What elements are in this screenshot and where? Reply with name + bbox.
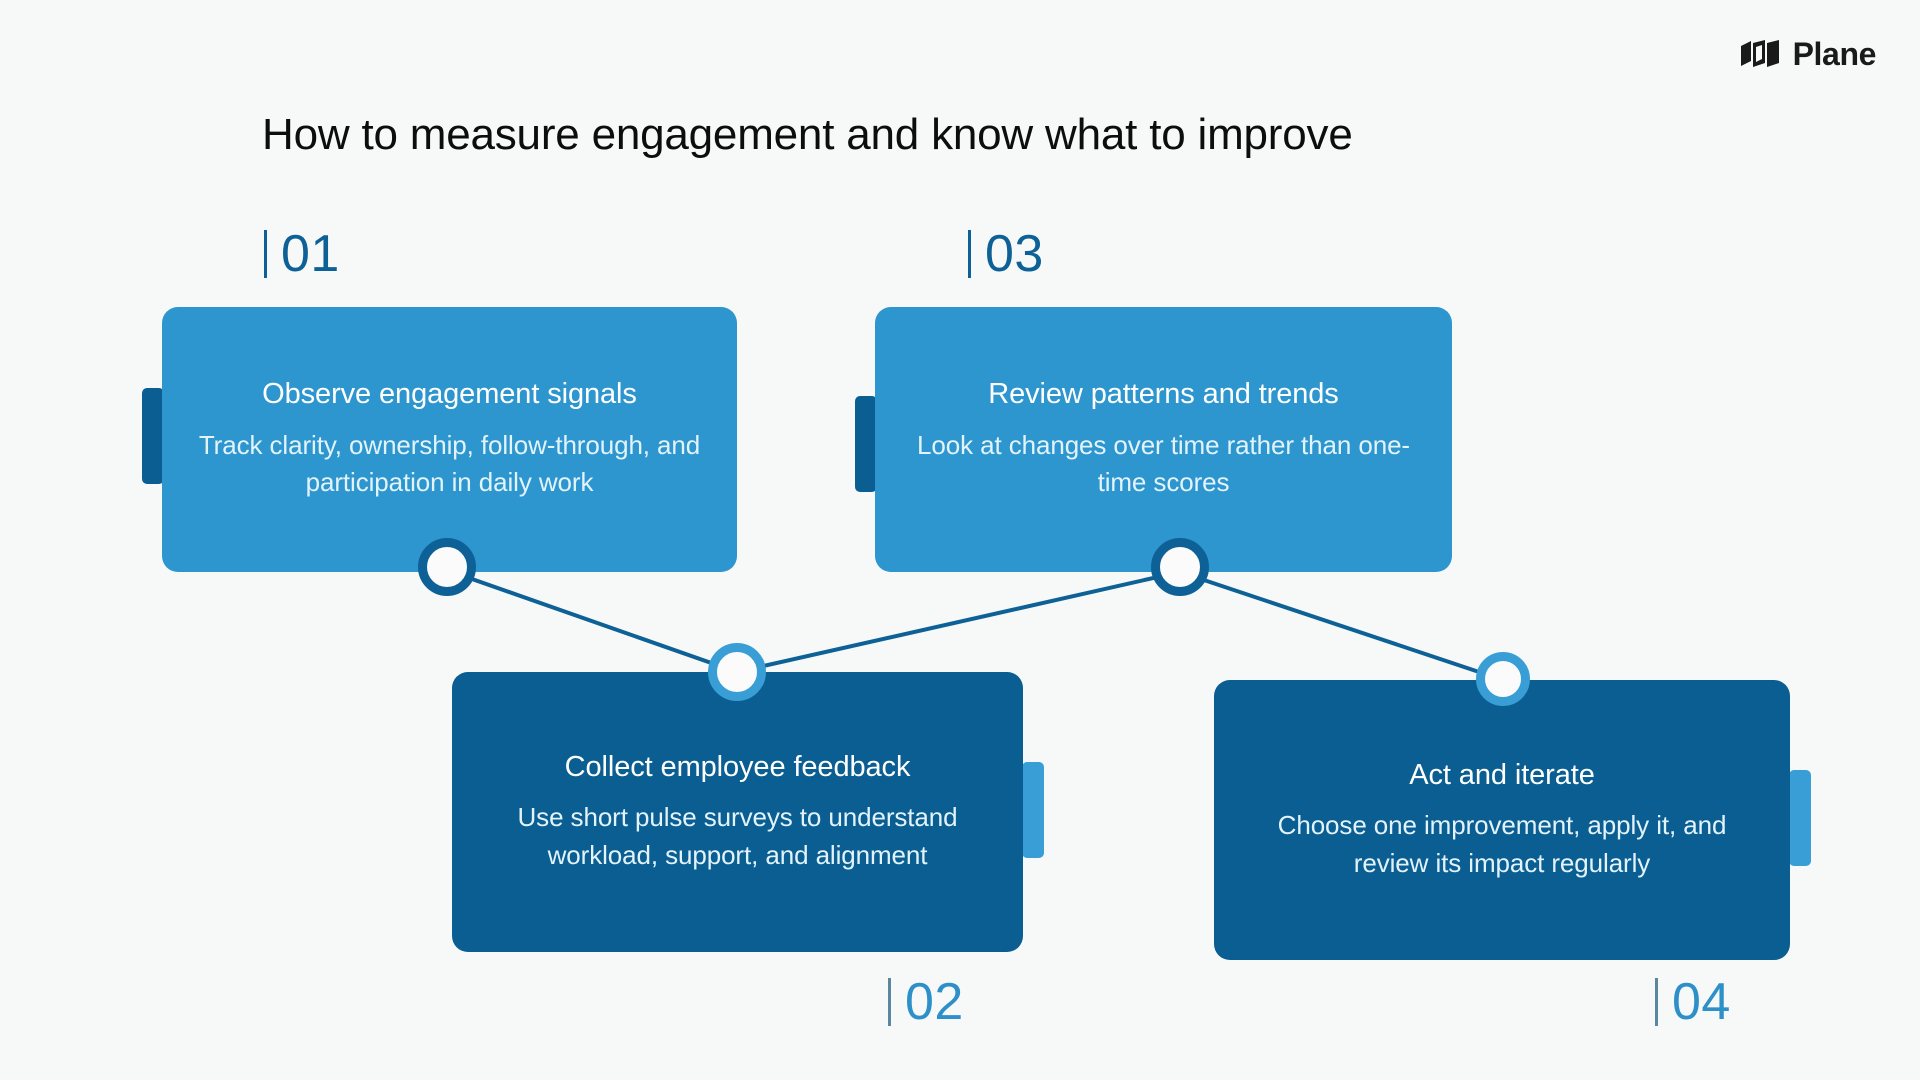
- step-number-bar-01: [264, 230, 267, 278]
- step-card-01[interactable]: Observe engagement signals Track clarity…: [162, 307, 737, 572]
- card-tab-03: [855, 396, 877, 492]
- card-tab-01: [142, 388, 164, 484]
- step-number-label-04: 04: [1672, 973, 1731, 1031]
- connector-01-02: [451, 570, 738, 674]
- step-number-02: 02: [888, 976, 964, 1028]
- step-number-label-03: 03: [985, 225, 1044, 283]
- step-card-title-03: Review patterns and trends: [988, 378, 1339, 411]
- step-card-02[interactable]: Collect employee feedback Use short puls…: [452, 672, 1023, 952]
- card-tab-02: [1022, 762, 1044, 858]
- connector-02-03: [736, 570, 1181, 674]
- step-number-bar-04: [1655, 978, 1658, 1026]
- step-node-01: [418, 538, 476, 596]
- plane-logo-icon: [1740, 40, 1779, 67]
- step-card-04[interactable]: Act and iterate Choose one improvement, …: [1214, 680, 1790, 960]
- step-card-title-04: Act and iterate: [1409, 758, 1595, 791]
- brand-name: Plane: [1792, 36, 1877, 72]
- step-number-bar-02: [888, 978, 891, 1026]
- step-number-bar-03: [968, 230, 971, 278]
- step-number-03: 03: [968, 228, 1044, 280]
- card-tab-04: [1789, 770, 1811, 866]
- step-number-label-02: 02: [905, 973, 964, 1031]
- step-card-body-02: Use short pulse surveys to understand wo…: [517, 802, 958, 870]
- brand-logo: Plane: [1739, 38, 1876, 70]
- step-card-title-01: Observe engagement signals: [262, 378, 637, 411]
- step-card-03[interactable]: Review patterns and trends Look at chang…: [875, 307, 1452, 572]
- step-card-body-01: Track clarity, ownership, follow-through…: [198, 429, 701, 498]
- step-card-title-02: Collect employee feedback: [564, 750, 911, 783]
- step-node-04: [1476, 652, 1530, 706]
- step-card-body-04: Choose one improvement, apply it, and re…: [1277, 810, 1727, 878]
- connector-03-04: [1179, 570, 1504, 682]
- page-title: How to measure engagement and know what …: [262, 110, 1353, 159]
- step-card-body-03: Look at changes over time rather than on…: [917, 429, 1410, 498]
- step-node-03: [1151, 538, 1209, 596]
- step-number-01: 01: [264, 228, 340, 280]
- step-node-02: [708, 643, 766, 701]
- step-number-label-01: 01: [281, 225, 340, 283]
- step-number-04: 04: [1655, 976, 1731, 1028]
